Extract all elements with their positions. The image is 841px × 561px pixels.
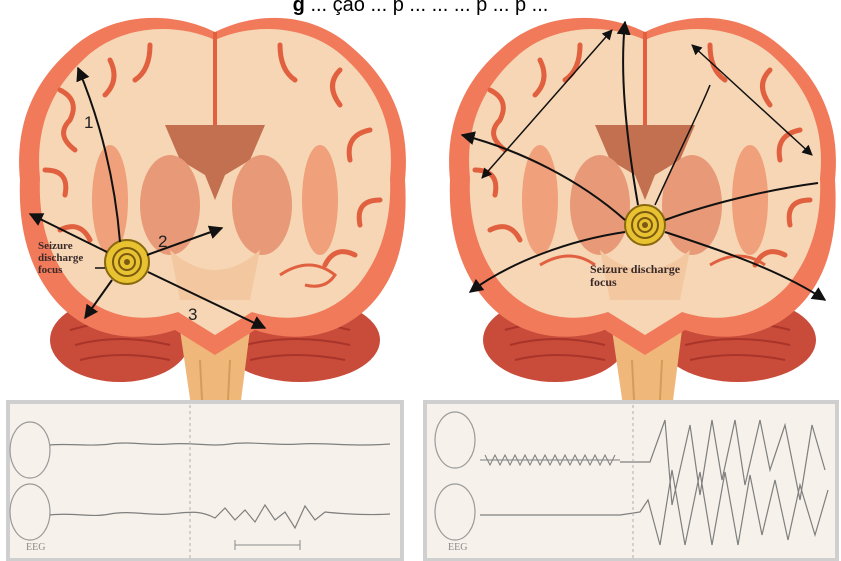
right-eeg-panel: [425, 402, 837, 560]
pathway-number-2: 2: [158, 232, 167, 252]
right-focus-label: Seizure discharge focus: [590, 263, 680, 289]
left-focus-label: Seizure discharge focus: [38, 240, 83, 276]
right-brain: [449, 18, 836, 440]
right-eeg-label: EEG: [448, 542, 467, 553]
pathway-number-1: 1: [84, 113, 93, 133]
pathway-number-3: 3: [188, 305, 197, 325]
left-brain: [19, 18, 406, 440]
left-eeg-label: EEG: [26, 542, 45, 553]
left-eeg-panel: [8, 402, 402, 560]
